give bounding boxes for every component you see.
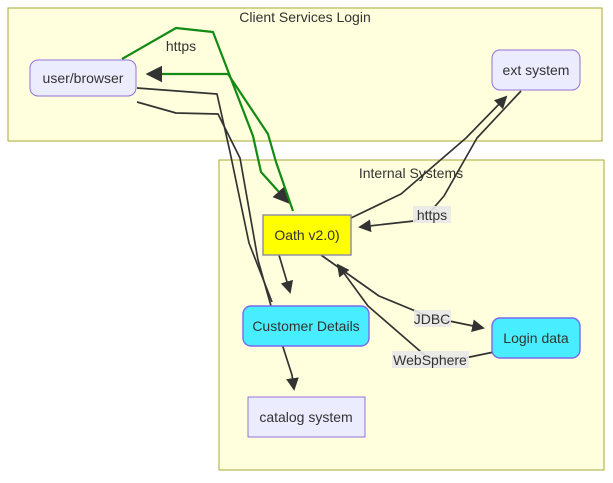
node-catalog-system: catalog system	[247, 396, 366, 438]
edge-oath-to-login-data-jdbc	[320, 254, 485, 333]
edge-label-websphere-text: WebSphere	[393, 352, 467, 368]
node-catalog-system-label: catalog system	[259, 409, 352, 425]
edge-user-to-catalog-system	[136, 101, 299, 391]
node-ext-system: ext system	[491, 49, 581, 91]
node-login-data: Login data	[491, 317, 581, 359]
edge-user-to-customer-details	[136, 87, 273, 303]
node-user-browser-label: user/browser	[43, 70, 124, 86]
edge-oath-to-user	[145, 65, 295, 212]
edge-ext-system-to-oath-https	[358, 90, 522, 233]
edge-label-https-internal: https	[413, 206, 451, 223]
subgraph-client-title: Client Services Login	[239, 9, 371, 25]
edge-oath-to-ext-system	[350, 95, 508, 219]
node-oath-v2-label: Oath v2.0)	[274, 227, 339, 243]
node-oath-v2: Oath v2.0)	[262, 214, 352, 256]
node-ext-system-label: ext system	[503, 62, 570, 78]
edge-label-websphere: WebSphere	[392, 351, 469, 368]
edge-user-to-oath-https	[121, 26, 290, 204]
node-customer-details: Customer Details	[242, 305, 370, 347]
edge-label-jdbc: JDBC	[414, 310, 451, 327]
node-customer-details-label: Customer Details	[252, 318, 359, 334]
edge-label-https-top: https	[166, 38, 196, 54]
node-user-browser: user/browser	[29, 59, 137, 97]
edge-label-jdbc-text: JDBC	[414, 311, 451, 327]
subgraph-internal-title: Internal Systems	[359, 165, 463, 181]
edge-label-https-internal-text: https	[417, 207, 447, 223]
node-login-data-label: Login data	[503, 330, 569, 346]
edge-oath-to-customer-details	[278, 254, 294, 294]
